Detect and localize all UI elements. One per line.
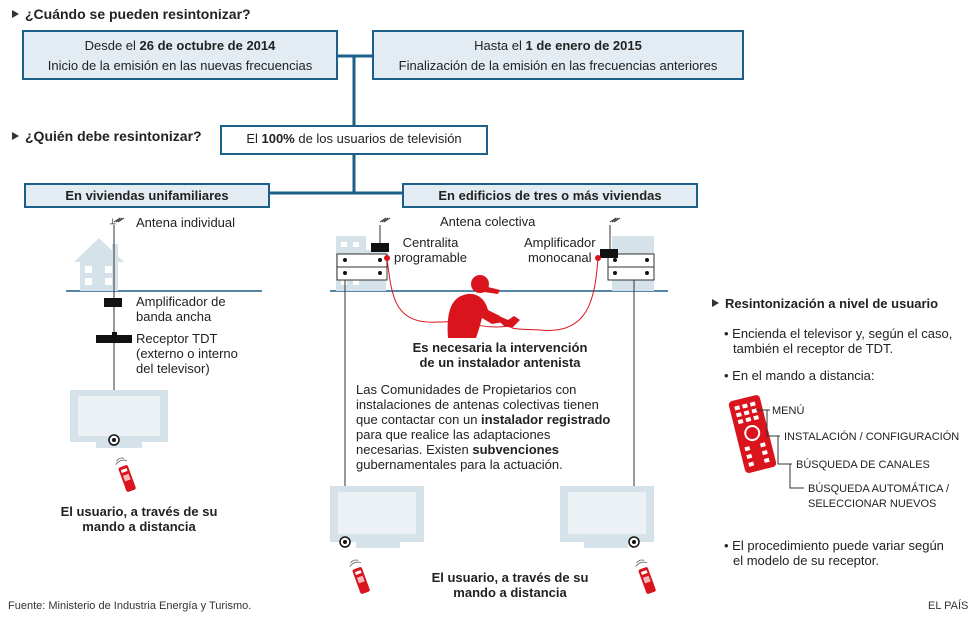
question-when: ¿Cuándo se pueden resintonizar? bbox=[12, 6, 251, 22]
side-remote-icon bbox=[728, 395, 777, 473]
test-cables bbox=[386, 257, 599, 331]
svg-text:┴: ┴ bbox=[109, 218, 116, 230]
remote-left-icon bbox=[115, 457, 136, 492]
menu-step-4: BÚSQUEDA AUTOMÁTICA /SELECCIONAR NUEVOS bbox=[808, 483, 949, 510]
menu-tree bbox=[756, 409, 804, 489]
tv-right-1-icon bbox=[330, 486, 424, 548]
amplifier-icon bbox=[104, 298, 122, 307]
date-box-right: Hasta el 1 de enero de 2015 Finalización… bbox=[372, 30, 744, 80]
menu-step-1: MENÚ bbox=[772, 405, 805, 417]
header-single-family: En viviendas unifamiliares bbox=[24, 183, 270, 208]
users-box: El 100% de los usuarios de televisión bbox=[220, 125, 488, 155]
brand-logo-text: EL PAÍS bbox=[928, 600, 969, 612]
tv-left-icon bbox=[70, 390, 168, 448]
technician-icon bbox=[447, 275, 520, 338]
side-bullet-2: • En el mando a distancia: bbox=[724, 368, 875, 383]
panel-left bbox=[336, 253, 388, 281]
remote-right-1-icon bbox=[349, 559, 370, 594]
question-who: ¿Quién debe resintonizar? bbox=[12, 128, 202, 144]
side-title: Resintonización a nivel de usuario bbox=[712, 296, 938, 311]
menu-step-3: BÚSQUEDA DE CANALES bbox=[796, 459, 930, 471]
date-box-left: Desde el 26 de octubre de 2014 Inicio de… bbox=[22, 30, 338, 80]
receiver-icon bbox=[96, 335, 132, 343]
label-collective-antenna: Antena colectiva bbox=[440, 214, 536, 229]
remote-right-2-icon bbox=[635, 559, 656, 594]
side-bullet-1: • Encienda el televisor y, según el caso… bbox=[724, 326, 953, 356]
menu-step-2: INSTALACIÓN / CONFIGURACIÓN bbox=[784, 431, 960, 443]
community-paragraph: Las Comunidades de Propietarios con inst… bbox=[356, 382, 611, 472]
house-icon bbox=[74, 238, 124, 291]
tv-right-2-icon bbox=[560, 486, 654, 548]
label-individual-antenna: Antena individual bbox=[136, 215, 236, 230]
central-unit-icon bbox=[371, 243, 389, 252]
collective-antennas bbox=[379, 217, 621, 250]
header-buildings: En edificios de tres o más viviendas bbox=[402, 183, 698, 208]
monochannel-amp-icon bbox=[600, 249, 618, 258]
source-note: Fuente: Ministerio de Industria Energía … bbox=[8, 600, 252, 612]
panel-right bbox=[607, 253, 655, 281]
